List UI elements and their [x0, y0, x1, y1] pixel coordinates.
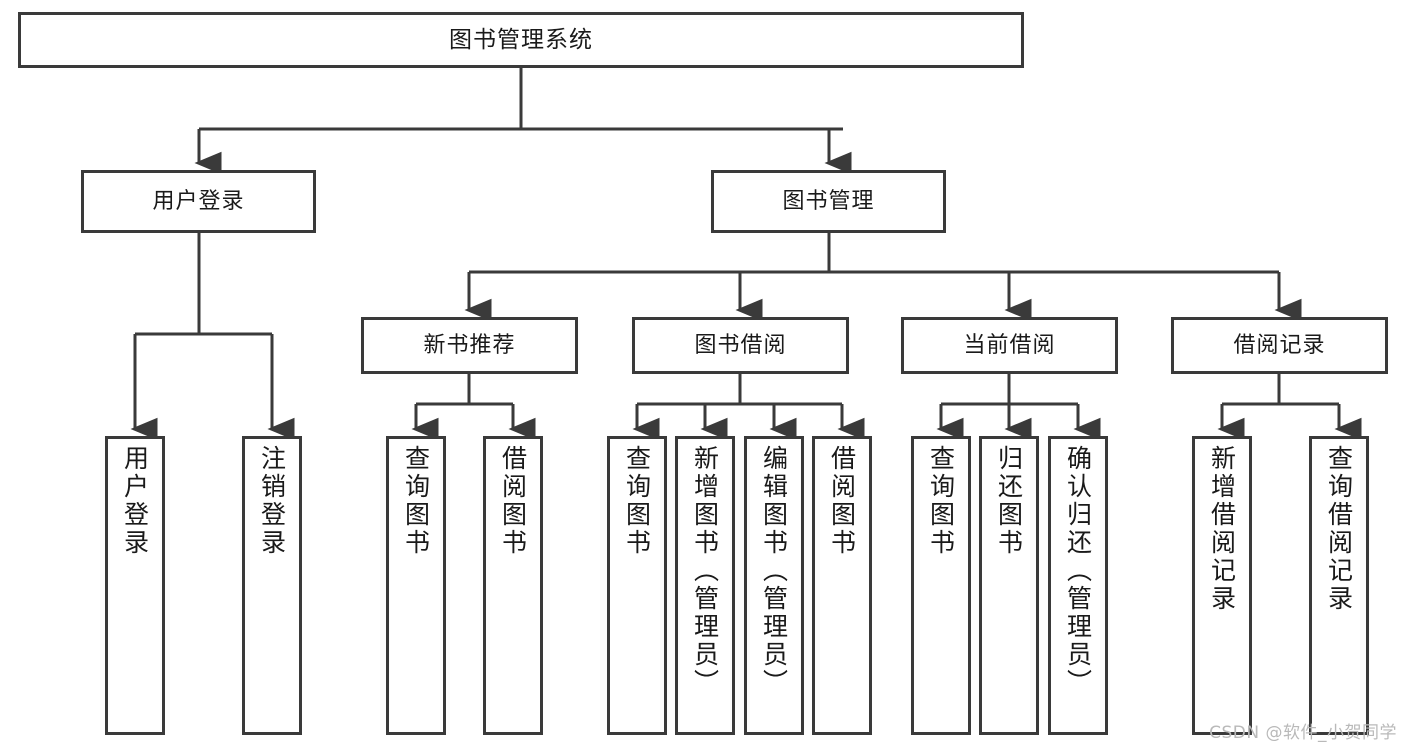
node-leaf-borrow-book-2[interactable]: 借阅图书 [812, 436, 872, 735]
node-leaf-query-book-3[interactable]: 查询图书 [911, 436, 971, 735]
node-new-book-recommend-label: 新书推荐 [423, 332, 516, 358]
node-borrow-record-label: 借阅记录 [1233, 332, 1326, 358]
node-leaf-edit-book[interactable]: 编辑图书（管理员） [744, 436, 804, 735]
node-leaf-query-book-1[interactable]: 查询图书 [386, 436, 446, 735]
node-root-label: 图书管理系统 [449, 26, 593, 53]
node-leaf-return-book[interactable]: 归还图书 [979, 436, 1039, 735]
node-leaf-add-record[interactable]: 新增借阅记录 [1192, 436, 1252, 735]
node-leaf-borrow-book-1[interactable]: 借阅图书 [483, 436, 543, 735]
node-leaf-add-book-label: 新增图书（管理员） [690, 445, 720, 697]
node-leaf-query-book-2[interactable]: 查询图书 [607, 436, 667, 735]
node-leaf-user-logout-label: 注销登录 [257, 445, 287, 557]
node-leaf-confirm-return-label: 确认归还（管理员） [1063, 445, 1093, 697]
node-current-borrow-label: 当前借阅 [963, 332, 1056, 358]
node-leaf-return-book-label: 归还图书 [994, 445, 1024, 557]
node-book-borrow[interactable]: 图书借阅 [632, 317, 849, 374]
node-leaf-add-book[interactable]: 新增图书（管理员） [675, 436, 735, 735]
node-leaf-confirm-return[interactable]: 确认归还（管理员） [1048, 436, 1108, 735]
node-book-manage[interactable]: 图书管理 [711, 170, 946, 233]
node-leaf-query-record-label: 查询借阅记录 [1324, 445, 1354, 613]
node-current-borrow[interactable]: 当前借阅 [901, 317, 1118, 374]
node-leaf-query-book-1-label: 查询图书 [401, 445, 431, 557]
node-borrow-record[interactable]: 借阅记录 [1171, 317, 1388, 374]
node-leaf-user-login[interactable]: 用户登录 [105, 436, 165, 735]
node-leaf-borrow-book-1-label: 借阅图书 [498, 445, 528, 557]
node-leaf-edit-book-label: 编辑图书（管理员） [759, 445, 789, 697]
node-leaf-query-book-2-label: 查询图书 [622, 445, 652, 557]
node-book-manage-label: 图书管理 [782, 188, 875, 214]
node-leaf-query-book-3-label: 查询图书 [926, 445, 956, 557]
node-user-login[interactable]: 用户登录 [81, 170, 316, 233]
node-leaf-user-login-label: 用户登录 [120, 445, 150, 557]
node-user-login-label: 用户登录 [152, 188, 245, 214]
node-leaf-borrow-book-2-label: 借阅图书 [827, 445, 857, 557]
node-book-borrow-label: 图书借阅 [694, 332, 787, 358]
node-new-book-recommend[interactable]: 新书推荐 [361, 317, 578, 374]
node-leaf-query-record[interactable]: 查询借阅记录 [1309, 436, 1369, 735]
node-leaf-user-logout[interactable]: 注销登录 [242, 436, 302, 735]
node-root[interactable]: 图书管理系统 [18, 12, 1024, 68]
node-leaf-add-record-label: 新增借阅记录 [1207, 445, 1237, 613]
